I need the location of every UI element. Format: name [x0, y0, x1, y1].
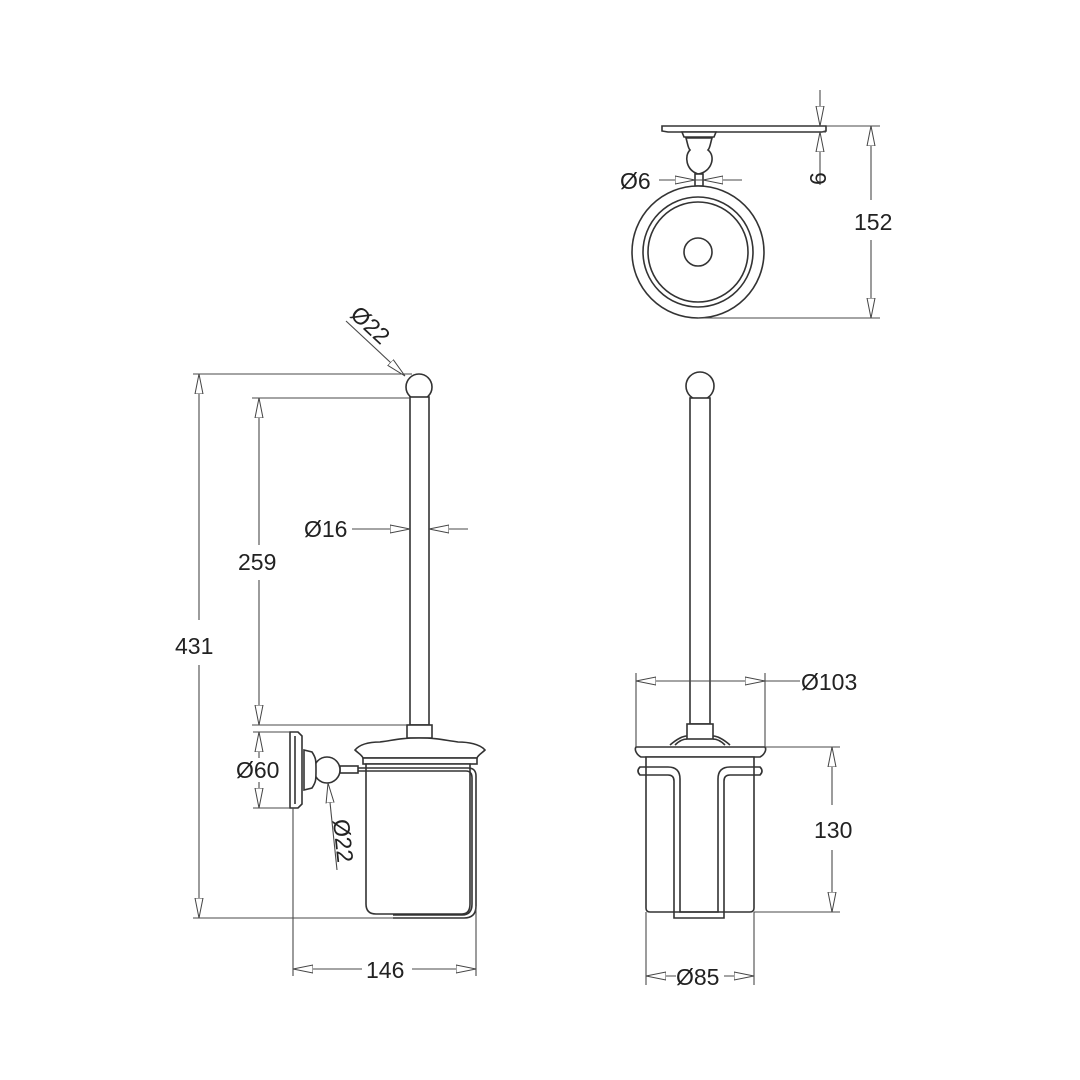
front-handle — [689, 397, 711, 725]
dim-ball-leader — [328, 783, 338, 871]
label-rod-diameter: Ø6 — [620, 168, 651, 194]
label-handle-length: 259 — [238, 549, 276, 575]
side-pot — [365, 763, 471, 915]
label-lid-diameter: Ø103 — [801, 669, 857, 695]
front-cage — [637, 766, 763, 919]
top-outer-ring — [631, 185, 765, 319]
front-lid-dome — [669, 735, 731, 746]
side-knob — [405, 373, 433, 401]
side-handle — [409, 396, 430, 726]
side-handle-base — [406, 724, 433, 739]
label-overall-height: 431 — [175, 633, 213, 659]
top-ring-mid — [642, 196, 754, 308]
label-pot-height: 130 — [814, 817, 852, 843]
front-view: Ø103 130 Ø85 — [634, 371, 857, 990]
label-plate-thickness: 6 — [805, 172, 831, 185]
front-knob — [685, 371, 715, 401]
label-overall-depth: 146 — [366, 957, 404, 983]
side-bell — [303, 748, 317, 792]
top-wall-plate — [661, 125, 827, 133]
front-handle-base — [686, 723, 714, 740]
side-backplate — [289, 731, 303, 809]
front-lid-dome-inner — [674, 738, 726, 746]
side-ball — [313, 756, 341, 784]
top-view: Ø6 6 152 — [620, 90, 892, 319]
label-ball-diameter: Ø22 — [328, 818, 358, 864]
side-lid-rim — [362, 757, 478, 765]
side-lid — [353, 737, 487, 759]
label-projection: 152 — [854, 209, 892, 235]
front-lid — [634, 746, 767, 758]
front-pot — [645, 756, 755, 913]
dim-knob-leader — [345, 320, 405, 376]
top-ring-inner — [647, 201, 749, 303]
label-knob-diameter: Ø22 — [346, 301, 396, 350]
top-ball-mount — [684, 137, 714, 175]
top-center-disk — [683, 237, 713, 267]
side-view: Ø22 431 259 Ø16 Ø60 Ø22 146 — [175, 301, 487, 983]
side-arm — [339, 765, 359, 774]
label-handle-diameter: Ø16 — [304, 516, 347, 542]
side-cage-inner — [358, 770, 473, 916]
top-plate-collar — [680, 131, 718, 138]
side-cage — [358, 767, 477, 919]
label-pot-diameter: Ø85 — [676, 964, 719, 990]
label-backplate-diameter: Ø60 — [236, 757, 279, 783]
